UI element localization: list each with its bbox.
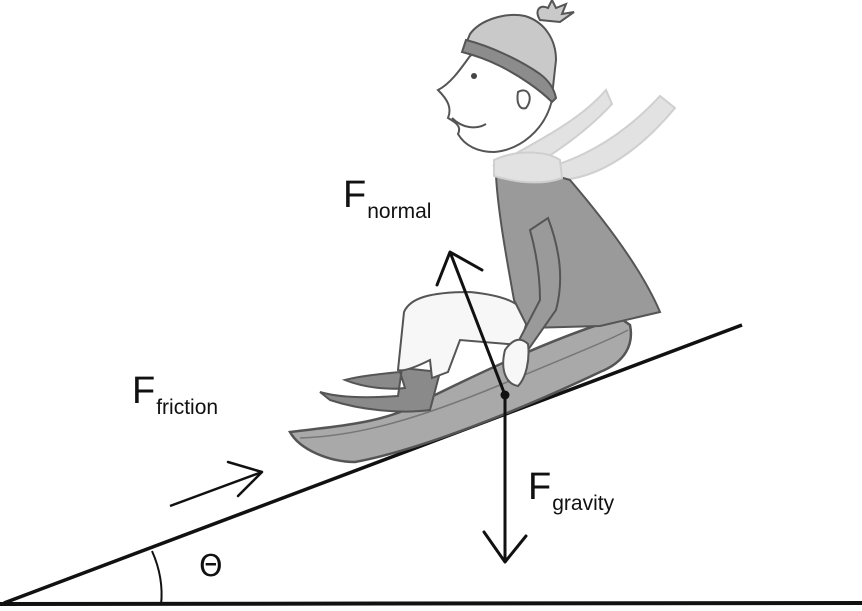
angle-label: Θ: [199, 549, 223, 584]
friction-force-label: Ffriction: [132, 370, 218, 418]
sled-inner-edge: [299, 329, 629, 439]
gravity-force-arrowhead: [482, 530, 528, 564]
normal-force-arrow: [448, 251, 507, 396]
angle-arc: [151, 550, 163, 606]
hat-band: [460, 38, 558, 104]
hat-pompom: [536, 0, 575, 24]
hand: [502, 338, 530, 388]
friction-force-subscript: friction: [156, 396, 219, 419]
scarf-wrap: [493, 151, 564, 184]
incline-surface: [3, 323, 743, 605]
force-origin-dot: [500, 390, 510, 400]
eye: [471, 73, 477, 79]
normal-force-symbol: F: [343, 174, 367, 216]
gravity-force-label: Fgravity: [528, 466, 614, 514]
normal-force-label: Fnormal: [343, 174, 431, 222]
boots: [319, 366, 442, 413]
ground-line: [0, 601, 862, 606]
mouth: [451, 117, 487, 129]
normal-force-arrowhead: [435, 250, 484, 287]
friction-force-arrowhead: [226, 460, 264, 498]
gravity-force-symbol: F: [528, 466, 552, 508]
friction-force-symbol: F: [132, 370, 156, 412]
friction-force-arrow: [169, 470, 263, 508]
normal-force-subscript: normal: [367, 200, 432, 223]
coat: [494, 171, 662, 330]
gravity-force-subscript: gravity: [552, 492, 615, 515]
ear: [516, 89, 531, 110]
